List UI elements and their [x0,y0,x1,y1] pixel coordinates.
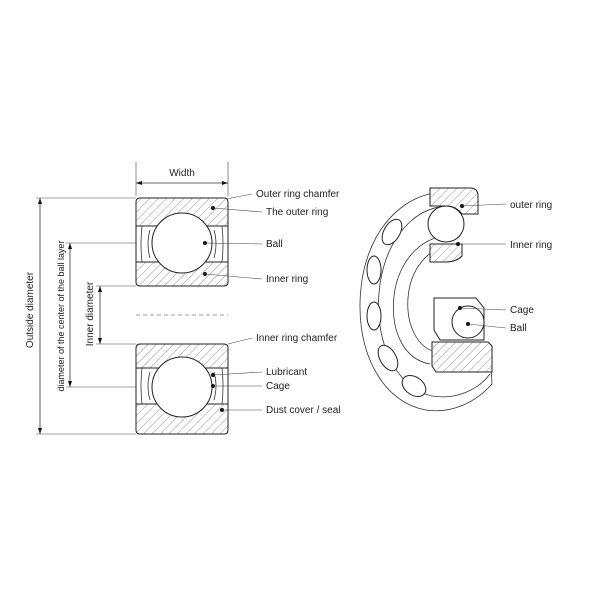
seal-top [140,225,224,263]
persp-callout-cage: Cage [510,305,534,316]
inner-ring-lower-cutaway [431,341,493,373]
callout-outer-ring-chamfer: Outer ring chamfer [256,189,340,200]
outer-ring-inner-edge [378,205,491,398]
callout-outer-ring: The outer ring [266,207,328,218]
inner-ring-top [135,261,229,287]
persp-callout-inner-ring: Inner ring [510,240,552,251]
top-section [135,197,229,287]
inner-ring-cutaway [429,243,463,263]
inner-diameter-dimension: Inner diameter [85,281,136,346]
perspective-view: outer ring Inner ring Cage Ball [359,187,552,412]
bottom-section [135,343,229,435]
callout-lubricant: Lubricant [266,367,307,378]
inner-diameter-label: Inner diameter [85,281,96,346]
ring-ball-4 [377,344,399,372]
inner-ring-outline [392,235,457,365]
ring-ball-1 [381,218,403,246]
ball-bottom [151,356,213,418]
persp-callout-outer-ring: outer ring [510,200,552,211]
cross-section-callouts: Outer ring chamfer The outer ring Ball I… [204,189,340,416]
ring-ball-5 [401,375,427,397]
cage-top [147,229,217,259]
cutaway-ball-top [427,205,465,243]
callout-inner-ring: Inner ring [266,274,308,285]
callout-dust-cover-seal: Dust cover / seal [266,405,340,416]
callout-inner-ring-chamfer: Inner ring chamfer [256,333,338,344]
ring-ball-3 [366,301,382,331]
outer-ring-bottom [135,403,229,435]
outside-diameter-dimension: Outside diameter [25,197,136,435]
outer-ring-outline [359,191,493,412]
ring-ball-2 [366,255,382,285]
ball-layer-diameter-label: diameter of the center of the ball layer [56,240,66,391]
width-label: Width [169,168,195,179]
width-dimension: Width [135,162,229,196]
callout-cage: Cage [266,381,290,392]
outside-diameter-label: Outside diameter [25,271,36,348]
persp-callout-ball: Ball [510,323,527,334]
cross-section: Width Outside diameter diameter of the c… [25,162,340,435]
callout-ball: Ball [266,239,283,250]
